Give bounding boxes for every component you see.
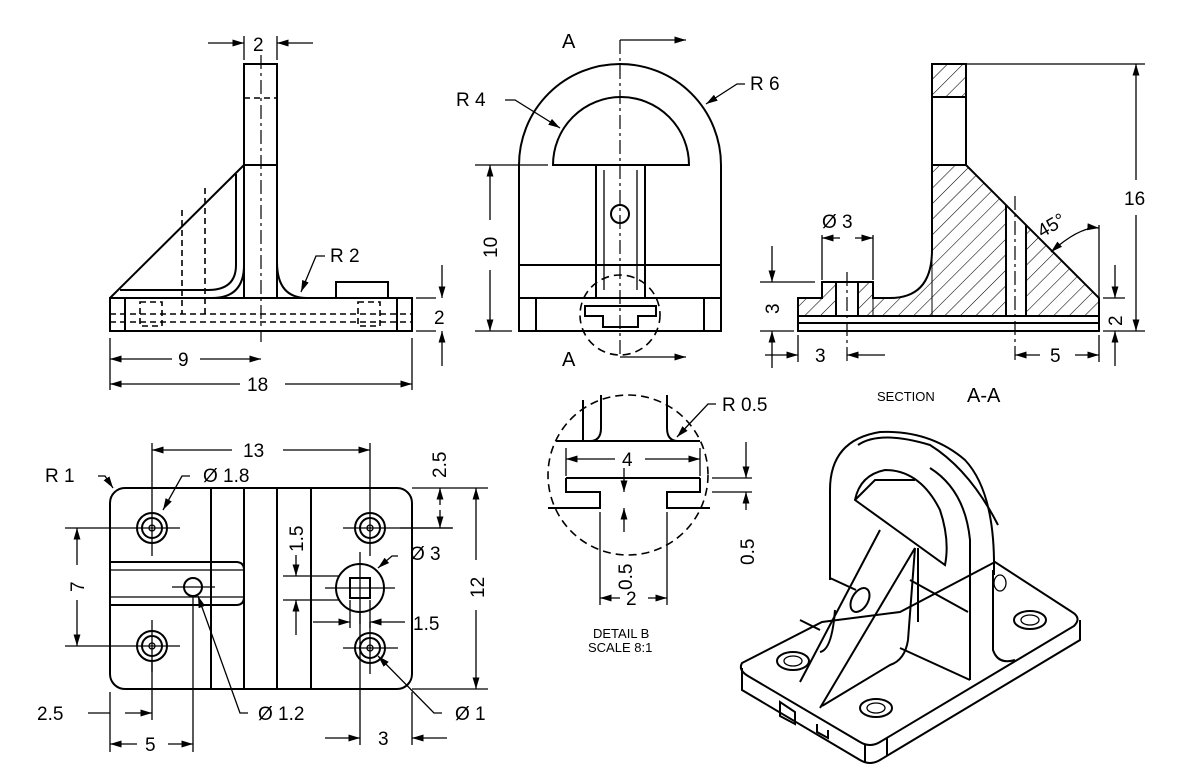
section-label-name: A-A bbox=[967, 385, 1001, 407]
dim-corner-radius: R 1 bbox=[45, 466, 75, 487]
iso-hole-1 bbox=[776, 651, 810, 671]
top-view: 13 R 1 Ø 1.8 2.5 12 7 1.5 Ø 3 bbox=[37, 441, 489, 756]
isometric-view bbox=[739, 430, 1081, 764]
iso-base-top bbox=[739, 560, 1079, 746]
dim-total-height: 16 bbox=[1124, 189, 1145, 210]
dim-square-side: 1.5 bbox=[413, 614, 439, 635]
iso-half-disc bbox=[853, 468, 948, 567]
detail-view: 4 0.5 2 0.5 R 0.5 DETAIL B SCALE 8:1 bbox=[547, 394, 767, 655]
dim-base-height: 2 bbox=[434, 308, 445, 329]
dim-total-length: 18 bbox=[247, 375, 268, 396]
dim-fillet-radius: R 2 bbox=[330, 246, 360, 267]
dim-edge-offset-left: 2.5 bbox=[37, 704, 63, 725]
dim-small-hole-x: 5 bbox=[145, 735, 156, 756]
detail-scale: SCALE 8:1 bbox=[588, 640, 652, 655]
dim-slot-depth: 0.5 bbox=[616, 564, 637, 590]
dim-rib-thickness: 2 bbox=[253, 35, 264, 56]
iso-hole-2 bbox=[859, 698, 893, 718]
dim-half-length: 9 bbox=[178, 350, 189, 371]
front-gusset bbox=[109, 164, 245, 299]
section-mark-top: A bbox=[562, 31, 576, 53]
side-view: A A R 4 R 6 10 bbox=[456, 31, 780, 371]
detail-label: DETAIL B bbox=[593, 626, 649, 641]
side-t-slot bbox=[584, 305, 657, 328]
dim-lip: 0.5 bbox=[738, 539, 759, 565]
dim-base-thickness: 2 bbox=[1106, 315, 1127, 326]
dim-detail-radius: R 0.5 bbox=[722, 395, 767, 416]
front-view: 2 R 2 2 9 18 bbox=[109, 35, 446, 396]
detail-circle bbox=[547, 394, 709, 556]
dim-edge-offset-top: 2.5 bbox=[430, 452, 451, 478]
dim-small-hole-diameter: Ø 1.2 bbox=[258, 704, 304, 725]
dim-boss-diameter: Ø 3 bbox=[410, 544, 441, 565]
dim-rib-offset: 5 bbox=[1050, 346, 1061, 367]
dim-pin-hole-diameter: Ø 1 bbox=[455, 704, 486, 725]
top-base-outline bbox=[109, 487, 413, 690]
dim-hole-spacing-x: 13 bbox=[243, 441, 264, 462]
dim-slot-width: 1.5 bbox=[287, 526, 308, 552]
dim-boss-offset: 3 bbox=[815, 346, 826, 367]
dim-bore-diameter: Ø 3 bbox=[822, 212, 853, 233]
dim-hole-diameter: Ø 1.8 bbox=[203, 466, 249, 487]
section-label-prefix: SECTION bbox=[877, 389, 935, 404]
dim-inner-radius: R 4 bbox=[456, 90, 486, 111]
iso-pin-hole bbox=[849, 587, 871, 613]
section-mark-bottom: A bbox=[562, 349, 576, 371]
section-profile bbox=[797, 164, 1100, 316]
iso-hole-4 bbox=[993, 574, 1007, 592]
dim-width: 12 bbox=[468, 577, 489, 598]
dim-neck: 2 bbox=[626, 589, 637, 610]
dim-hole-spacing-y: 7 bbox=[68, 581, 89, 592]
side-outer-profile bbox=[518, 63, 722, 332]
side-inner-half-disc bbox=[551, 96, 691, 166]
dim-pin-offset: 3 bbox=[378, 729, 389, 750]
iso-hole-3 bbox=[1013, 610, 1047, 630]
dim-outer-radius: R 6 bbox=[750, 74, 780, 95]
dim-boss-height: 3 bbox=[763, 303, 784, 314]
dim-height-10: 10 bbox=[481, 237, 502, 258]
section-view: Ø 3 3 3 16 45° 2 5 SECTION A-A bbox=[760, 63, 1145, 407]
dim-slot-length: 4 bbox=[622, 450, 633, 471]
